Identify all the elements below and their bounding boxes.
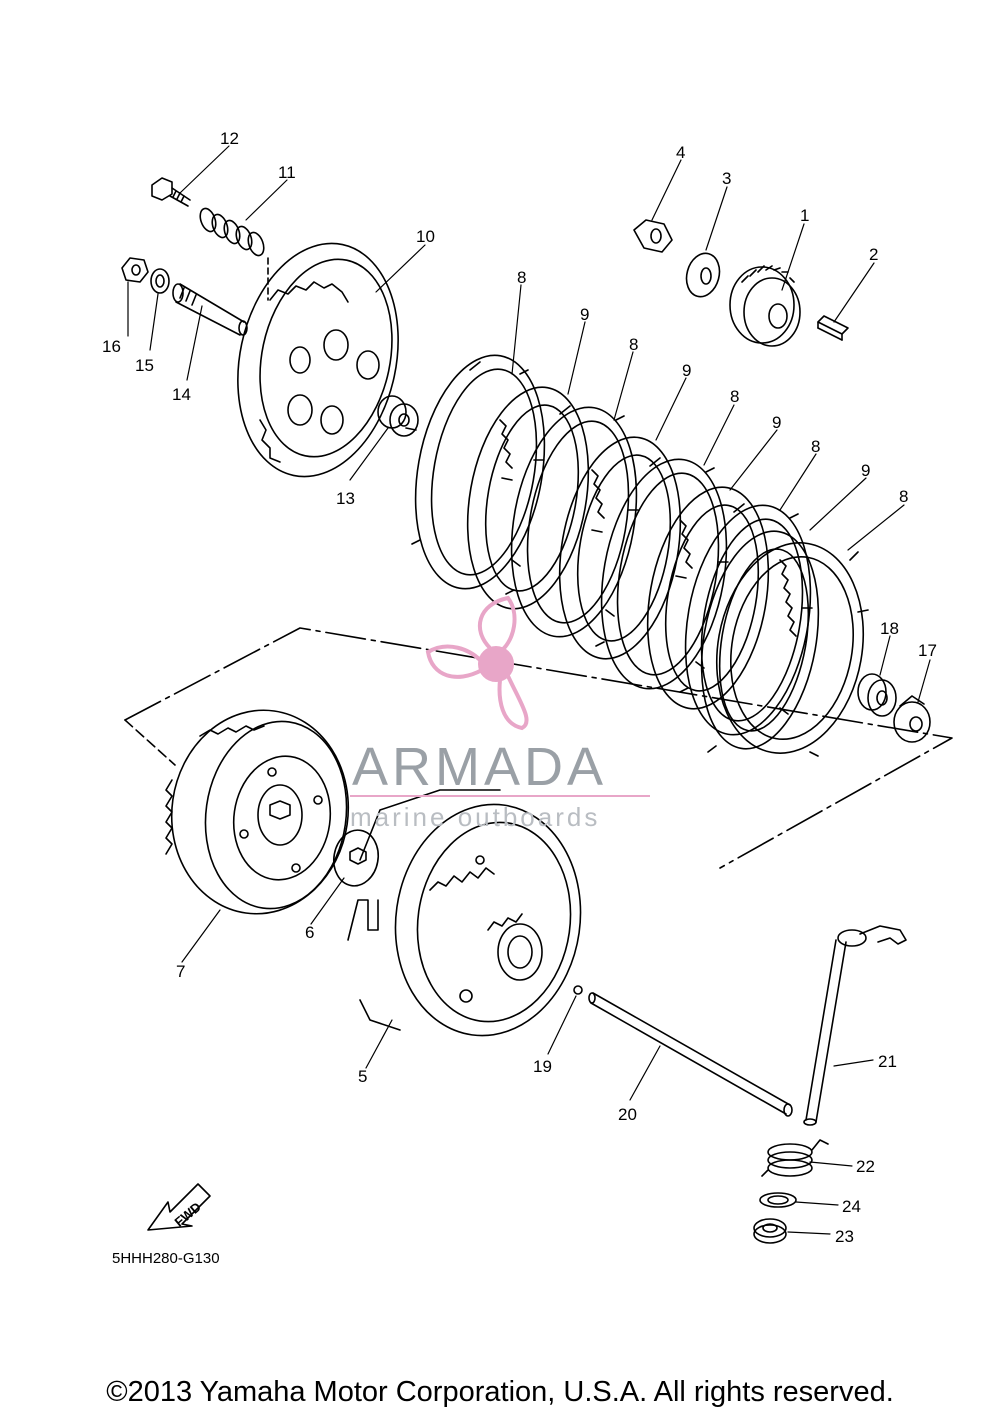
callout-label: 6 xyxy=(305,923,314,942)
callout-label: 16 xyxy=(102,337,121,356)
callout-label: 10 xyxy=(416,227,435,246)
propeller-logo-icon xyxy=(425,595,529,731)
part-10-pressure-plate xyxy=(237,242,399,478)
armada-watermark: ARMADA marine outboards xyxy=(350,595,650,832)
part-8-friction-plate xyxy=(501,405,639,638)
part-8-friction-plate xyxy=(405,354,546,590)
callout-label: 7 xyxy=(176,962,185,981)
part-18-collar xyxy=(857,673,897,717)
part-24-circlip xyxy=(759,1192,797,1208)
callout-label: 8 xyxy=(629,335,638,354)
fwd-arrow-icon xyxy=(147,1183,211,1231)
callout-label: 9 xyxy=(580,305,589,324)
part-8-friction-plate xyxy=(591,457,729,690)
watermark-subtitle: marine outboards xyxy=(350,802,600,832)
part-5-clutch-housing xyxy=(347,789,582,1037)
part-17-lock-washer xyxy=(893,695,931,743)
callout-label: 17 xyxy=(918,641,937,660)
callout-label: 5 xyxy=(358,1067,367,1086)
callout-label: 15 xyxy=(135,356,154,375)
callout-label: 3 xyxy=(722,169,731,188)
part-9-steel-plate xyxy=(466,386,590,610)
part-13-collar xyxy=(377,395,419,437)
part-2-key xyxy=(817,315,849,341)
callout-label: 22 xyxy=(856,1157,875,1176)
watermark-title: ARMADA xyxy=(352,737,607,797)
callout-label: 9 xyxy=(861,461,870,480)
callout-label: 23 xyxy=(835,1227,854,1246)
callout-label: 8 xyxy=(517,268,526,287)
part-12-bolt xyxy=(151,177,191,207)
callout-label: 8 xyxy=(730,387,739,406)
callout-label: 24 xyxy=(842,1197,861,1216)
callout-label: 2 xyxy=(869,245,878,264)
callout-label: 18 xyxy=(880,619,899,638)
callout-label: 11 xyxy=(278,163,296,182)
callout-label: 12 xyxy=(220,129,239,148)
part-9-steel-plate xyxy=(646,486,770,710)
part-15-washer xyxy=(150,268,170,294)
callout-label: 21 xyxy=(878,1052,897,1071)
callout-labels: 1 2 3 4 5 6 7 8 8 8 8 8 9 9 9 9 10 11 12… xyxy=(102,129,937,1246)
part-22-return-spring xyxy=(761,1139,829,1177)
part-20-push-rod xyxy=(588,992,793,1117)
part-3-washer xyxy=(685,252,721,298)
callout-label: 4 xyxy=(676,143,685,162)
part-7-clutch-boss xyxy=(165,709,350,915)
part-23-oil-seal xyxy=(753,1218,787,1244)
part-8-friction-plate xyxy=(675,503,813,736)
callout-label: 14 xyxy=(172,385,191,404)
callout-label: 9 xyxy=(772,413,781,432)
callout-leader-lines xyxy=(127,145,931,1235)
part-21-push-lever-shaft xyxy=(803,925,907,1126)
callout-label: 13 xyxy=(336,489,355,508)
part-16-nut xyxy=(121,257,149,283)
part-4-nut xyxy=(633,219,673,253)
callout-label: 8 xyxy=(899,487,908,506)
part-19-ball xyxy=(573,985,583,995)
callout-label: 9 xyxy=(682,361,691,380)
callout-label: 1 xyxy=(800,206,809,225)
assembly-boundary xyxy=(124,627,953,869)
part-6-thrust-washer xyxy=(332,829,380,887)
copyright-notice: ©2013 Yamaha Motor Corporation, U.S.A. A… xyxy=(106,1376,894,1408)
part-1-gear xyxy=(729,265,801,347)
part-code: 5HHH280-G130 xyxy=(112,1250,220,1267)
callout-label: 19 xyxy=(533,1057,552,1076)
callout-label: 20 xyxy=(618,1105,637,1124)
part-14-push-rod xyxy=(172,283,248,336)
part-9-steel-plate xyxy=(700,530,820,750)
part-8-friction-plate xyxy=(707,542,869,757)
callout-label: 8 xyxy=(811,437,820,456)
part-11-spring xyxy=(199,207,269,301)
